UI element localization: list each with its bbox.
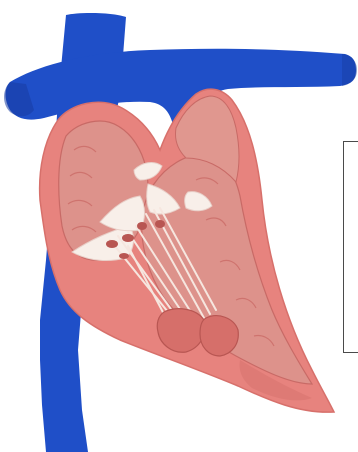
papillary-muscle-right [200, 316, 238, 356]
vessel-end-right [342, 54, 357, 86]
label-box [343, 141, 358, 353]
